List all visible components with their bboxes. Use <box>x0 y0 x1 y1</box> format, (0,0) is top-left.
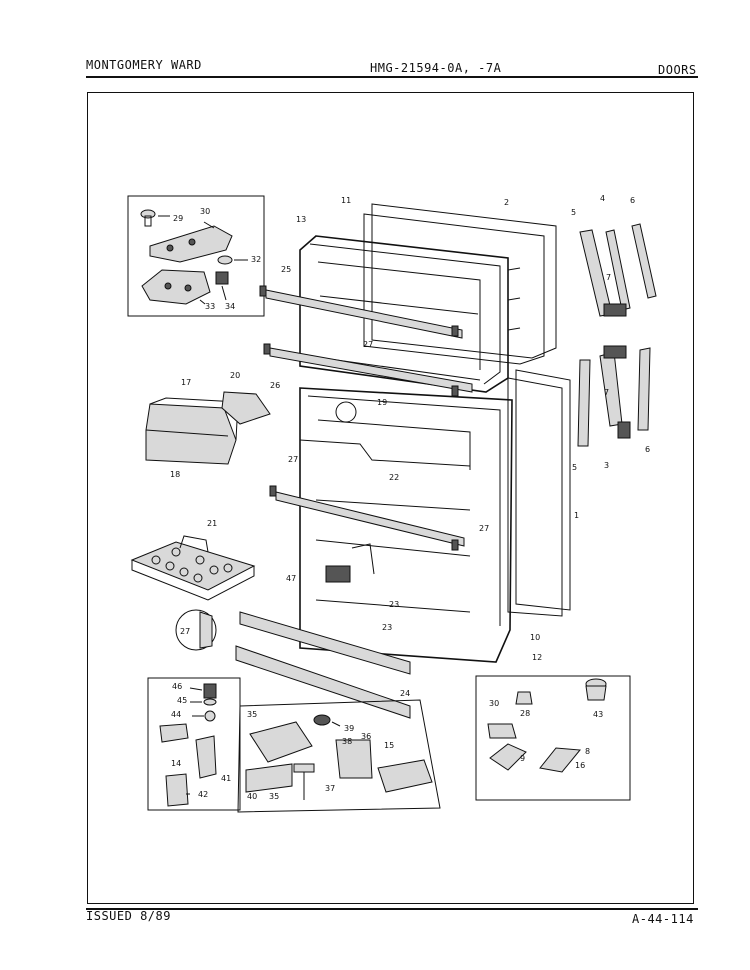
egg-tray <box>130 535 256 601</box>
callout-32: 32 <box>251 255 261 264</box>
callout-16: 16 <box>575 761 585 770</box>
callout-42: 42 <box>198 790 208 799</box>
callout-47: 47 <box>286 574 296 583</box>
callout-26: 26 <box>270 381 280 390</box>
brand-name: MONTGOMERY WARD <box>86 58 202 72</box>
callout-18: 18 <box>170 470 180 479</box>
callout-12: 12 <box>532 653 542 662</box>
callout-34: 34 <box>225 302 235 311</box>
callout-28: 28 <box>520 709 530 718</box>
callout-30-top: 30 <box>200 207 210 216</box>
callout-14: 14 <box>171 759 181 768</box>
fresh-food-door-assembly <box>299 369 571 663</box>
inset-top-hinge <box>127 195 265 317</box>
issued-date: ISSUED 8/89 <box>86 909 171 923</box>
footer-rule <box>86 908 698 910</box>
inset-bottom-right <box>475 675 631 801</box>
callout-6-top: 6 <box>630 196 635 205</box>
callout-39: 39 <box>344 724 354 733</box>
callout-labels: 1 2 3 4 5 5 6 6 7 7 8 9 10 11 12 13 14 1… <box>170 194 650 801</box>
hinge-strap-parts <box>577 223 657 447</box>
callout-46: 46 <box>172 682 182 691</box>
callout-21: 21 <box>207 519 217 528</box>
callout-24: 24 <box>400 689 410 698</box>
callout-6-bottom: 6 <box>645 445 650 454</box>
callout-13: 13 <box>296 215 306 224</box>
callout-2: 2 <box>504 198 509 207</box>
callout-41: 41 <box>221 774 231 783</box>
callout-27-left: 27 <box>288 455 298 464</box>
callout-5-bottom: 5 <box>572 463 577 472</box>
callout-15: 15 <box>384 741 394 750</box>
callout-1: 1 <box>574 511 579 520</box>
callout-30-bottom: 30 <box>489 699 499 708</box>
callout-35-bottom: 35 <box>269 792 279 801</box>
callout-7-top: 7 <box>606 273 611 282</box>
callout-27-right: 27 <box>479 524 489 533</box>
section-title: DOORS <box>658 63 697 77</box>
callout-38: 38 <box>342 737 352 746</box>
callout-3: 3 <box>604 461 609 470</box>
gasket-bars-lower <box>175 609 411 719</box>
inset-bottom-hinge <box>147 677 241 811</box>
callout-9: 9 <box>520 754 525 763</box>
callout-36: 36 <box>361 732 371 741</box>
callout-19: 19 <box>377 398 387 407</box>
callout-37: 37 <box>325 784 335 793</box>
callout-8: 8 <box>585 747 590 756</box>
callout-27-magnifier: 27 <box>180 627 190 636</box>
callout-29: 29 <box>173 214 183 223</box>
callout-43: 43 <box>593 710 603 719</box>
callout-40: 40 <box>247 792 257 801</box>
door-shelf-bar-middle <box>269 485 465 551</box>
header-rule <box>86 76 698 78</box>
callout-35-top: 35 <box>247 710 257 719</box>
callout-25: 25 <box>281 265 291 274</box>
callout-7-bottom: 7 <box>604 388 609 397</box>
callout-22: 22 <box>389 473 399 482</box>
page-code: A-44-114 <box>632 912 694 926</box>
callout-10: 10 <box>530 633 540 642</box>
diagram-frame <box>87 92 694 904</box>
model-number: HMG-21594-0A, -7A <box>370 61 502 75</box>
callout-11: 11 <box>341 196 351 205</box>
callout-4: 4 <box>600 194 605 203</box>
callout-23-lower: 23 <box>382 623 392 632</box>
callout-45: 45 <box>177 696 187 705</box>
inset-bottom-center <box>237 699 441 813</box>
callout-44: 44 <box>171 710 181 719</box>
dairy-compartment-parts <box>145 391 271 465</box>
callout-5-top: 5 <box>571 208 576 217</box>
door-shelf-bars-upper <box>259 285 473 397</box>
callout-20: 20 <box>230 371 240 380</box>
callout-17: 17 <box>181 378 191 387</box>
callout-33: 33 <box>205 302 215 311</box>
callout-23-upper: 23 <box>389 600 399 609</box>
callout-27-upper: 27 <box>363 340 373 349</box>
